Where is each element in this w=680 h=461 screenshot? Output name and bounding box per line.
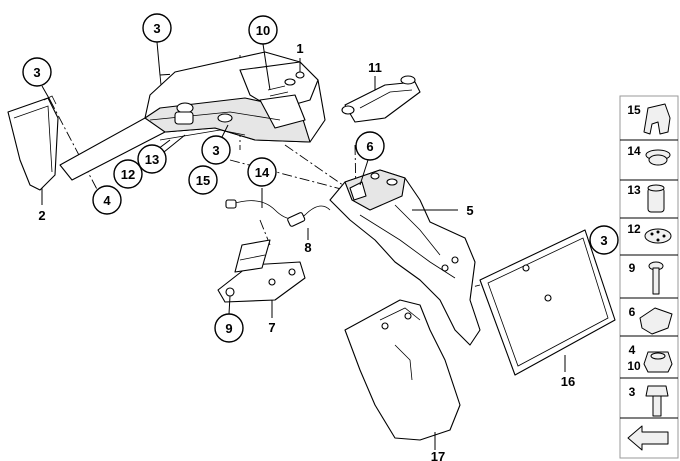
nut-plate-icon (644, 228, 672, 244)
callout-3-mid: 3 (201, 124, 231, 165)
legend-label: 10 (627, 359, 641, 373)
legend-label: 6 (629, 305, 636, 319)
callout-number: 13 (145, 152, 159, 167)
callout-10: 10 (248, 15, 278, 91)
callout-13: 13 (137, 134, 186, 174)
label-part-5: 5 (466, 203, 473, 218)
spacer-icon (647, 184, 665, 213)
clip-nut-icon (639, 307, 673, 335)
hardware-legend (619, 95, 679, 459)
legend-label: 14 (627, 144, 641, 158)
callout-number: 3 (212, 143, 219, 158)
callout-14: 14 (247, 157, 277, 187)
callout-number: 14 (255, 165, 270, 180)
callout-3-top: 3 (142, 13, 172, 76)
callout-number: 10 (256, 23, 270, 38)
part-7-bracket (217, 239, 306, 318)
label-part-7: 7 (268, 320, 275, 335)
label-part-16: 16 (561, 374, 575, 389)
callout-3-right: 3 (589, 225, 619, 255)
legend-label: 9 (629, 261, 636, 275)
legend-label: 13 (627, 183, 641, 197)
screw-icon (648, 261, 664, 295)
legend-label: 15 (627, 103, 641, 117)
part-17-mud-flap (344, 299, 461, 450)
callout-number: 6 (366, 139, 373, 154)
part-11-bracket (341, 75, 421, 123)
callout-number: 9 (225, 321, 232, 336)
bolt-icon (645, 385, 669, 417)
callout-number: 3 (33, 65, 40, 80)
grommet-icon (645, 149, 671, 166)
label-part-17: 17 (431, 449, 445, 461)
callout-number: 3 (600, 233, 607, 248)
part-8-cable (225, 188, 331, 240)
callout-3-left: 3 (22, 57, 52, 101)
part-1-rear-frame (59, 51, 326, 181)
label-part-8: 8 (304, 240, 311, 255)
label-part-2: 2 (38, 208, 45, 223)
hex-nut-icon (643, 351, 673, 373)
part-5-rear-fender (329, 169, 481, 346)
part-6-clip (349, 159, 369, 201)
label-part-1: 1 (296, 41, 303, 56)
legend-label: 12 (627, 222, 641, 236)
callout-number: 12 (121, 167, 135, 182)
arrow-icon (627, 425, 669, 451)
callout-number: 4 (103, 193, 111, 208)
clip-icon (643, 103, 671, 135)
part-16-number-plate (479, 229, 616, 376)
callout-15: 15 (188, 165, 218, 195)
callout-4: 4 (92, 185, 122, 215)
part-2-mud-flap (7, 95, 59, 205)
callout-number: 15 (196, 173, 210, 188)
legend-label: 3 (629, 385, 636, 399)
callout-9: 9 (214, 295, 244, 343)
callout-6: 6 (355, 131, 385, 161)
callout-number: 3 (153, 21, 160, 36)
label-part-11: 11 (368, 60, 382, 75)
legend-label: 4 (629, 343, 636, 357)
